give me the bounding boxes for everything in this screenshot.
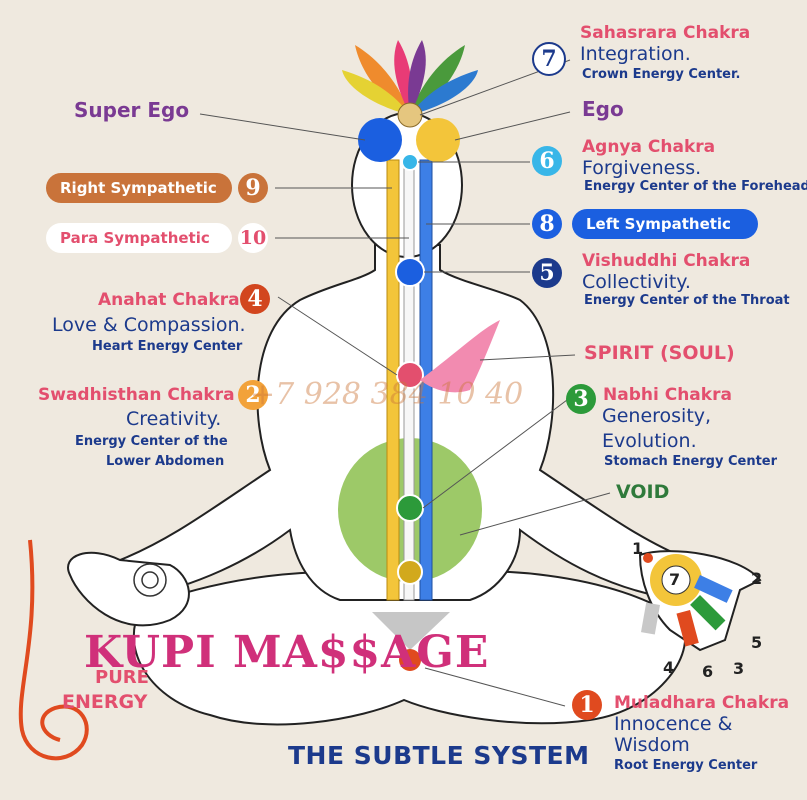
chakra-2-quality: Creativity.: [126, 409, 221, 431]
chakra-3-number: 3: [566, 384, 596, 414]
chakra-6-number: 6: [532, 146, 562, 176]
void-label: VOID: [616, 482, 669, 504]
channel-8-number: 8: [532, 209, 562, 239]
hand-number-6: 6: [702, 663, 713, 681]
ego-label: Ego: [582, 98, 624, 121]
lotus-crown-icon: [342, 40, 478, 127]
phone-watermark: +7 928 384 10 40: [250, 378, 523, 413]
chakra-4-name: Anahat Chakra: [98, 291, 240, 311]
chakra-1-quality: Innocence &: [614, 714, 732, 736]
spirit-label: SPIRIT (SOUL): [584, 343, 735, 365]
hand-number-5: 5: [751, 634, 762, 652]
chakra-4-quality: Love & Compassion.: [52, 315, 246, 337]
chakra-3-quality: Generosity,: [602, 406, 711, 428]
hand-number-7: 7: [669, 571, 680, 589]
swadhisthan-chakra-icon: [398, 560, 422, 584]
chakra-4-center: Heart Energy Center: [92, 340, 242, 355]
chakra-4-number: 4: [240, 284, 270, 314]
pure-label: PURE: [95, 668, 149, 689]
right-sympathetic-pill: Right Sympathetic: [46, 173, 232, 203]
chakra-1-name: Muladhara Chakra: [614, 694, 789, 714]
left-sympathetic-pill: Left Sympathetic: [572, 209, 758, 239]
chakra-1-center: Root Energy Center: [614, 759, 757, 774]
hand-number-2: 2: [751, 570, 762, 588]
hand-number-3: 3: [733, 660, 744, 678]
chakra-3-quality-line2: Evolution.: [602, 431, 697, 453]
chakra-5-center: Energy Center of the Throat: [584, 294, 790, 309]
chakra-5-number: 5: [532, 258, 562, 288]
chakra-3-center: Stomach Energy Center: [604, 455, 777, 470]
super-ego-label: Super Ego: [74, 99, 189, 122]
chakra-3-name: Nabhi Chakra: [603, 386, 732, 406]
chakra-5-name: Vishuddhi Chakra: [582, 252, 750, 272]
chakra-2-name: Swadhisthan Chakra: [38, 386, 235, 406]
chakra-7-quality: Integration.: [580, 44, 691, 66]
vishuddhi-chakra-icon: [396, 258, 424, 286]
hand-number-1: 1: [632, 540, 643, 558]
chakra-6-quality: Forgiveness.: [582, 158, 701, 180]
diagram-title: THE SUBTLE SYSTEM: [288, 742, 590, 771]
chakra-7-number: 7: [532, 42, 566, 76]
chakra-1-quality-line2: Wisdom: [614, 735, 690, 757]
agnya-chakra-icon: [402, 154, 418, 170]
chakra-6-name: Agnya Chakra: [582, 138, 715, 158]
chakra-6-center: Energy Center of the Forehead.: [584, 180, 807, 195]
chakra-2-center: Energy Center of the: [75, 435, 228, 450]
channel-9-number: 9: [238, 173, 268, 203]
hand-number-4: 4: [663, 659, 674, 677]
chakra-2-center-line2: Lower Abdomen: [106, 455, 224, 470]
energy-label: ENERGY: [62, 692, 147, 714]
channel-10-number: 10: [238, 223, 268, 253]
ego-balloon: [416, 118, 460, 162]
para-sympathetic-pill: Para Sympathetic: [46, 223, 232, 253]
chakra-7-center: Crown Energy Center.: [582, 68, 740, 83]
chakra-5-quality: Collectivity.: [582, 272, 691, 294]
chakra-7-name: Sahasrara Chakra: [580, 24, 750, 44]
nabhi-chakra-icon: [397, 495, 423, 521]
chakra-1-number: 1: [572, 690, 602, 720]
